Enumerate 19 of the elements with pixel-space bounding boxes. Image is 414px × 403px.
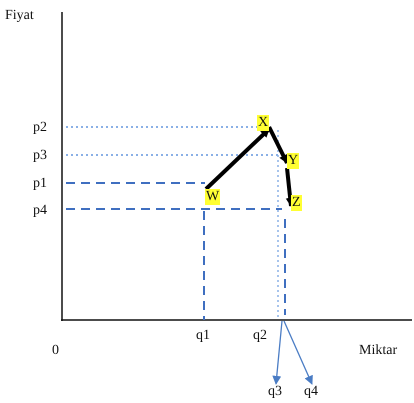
price-label: p1	[33, 176, 47, 192]
point-label: Z	[291, 195, 302, 211]
axis-title: Miktar	[359, 343, 398, 359]
quantity-label: q4	[304, 384, 318, 400]
quantity-label: q3	[268, 384, 282, 400]
price-label: p2	[33, 120, 47, 136]
quantity-label: q2	[253, 328, 267, 344]
arrow	[272, 320, 283, 385]
arrow	[285, 168, 295, 207]
arrow	[283, 320, 313, 385]
origin-label: 0	[52, 343, 59, 359]
price-label: p4	[33, 203, 47, 219]
quantity-label: q1	[196, 328, 210, 344]
point-label: W	[205, 189, 220, 205]
point-label: Y	[287, 153, 300, 169]
point-label: X	[257, 115, 270, 131]
price-label: p3	[33, 148, 47, 164]
axis-title: Fiyat	[5, 8, 34, 24]
arrow	[267, 126, 289, 164]
